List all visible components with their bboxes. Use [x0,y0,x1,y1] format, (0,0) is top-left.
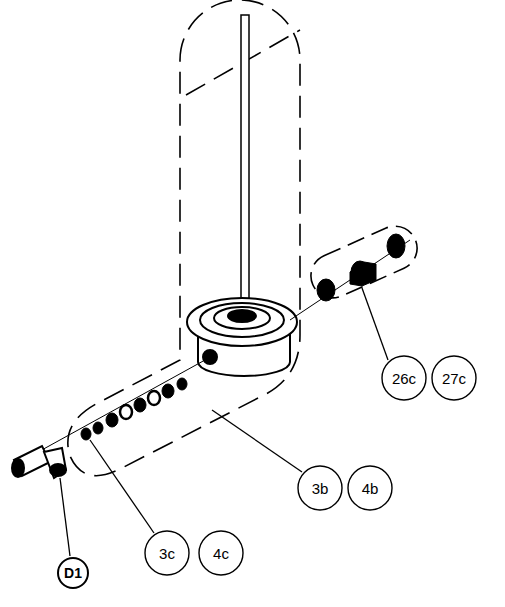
callout-number: 3c [159,546,175,561]
leader-lines [60,288,388,556]
elbow-fitting [12,446,66,478]
seal-parts [81,378,187,440]
axis-line [20,360,205,462]
housing [187,298,297,376]
callout-number: D1 [64,566,82,580]
callout-number: 26c [392,371,416,386]
rod [241,15,249,320]
group-outline [68,0,424,476]
callout-number: 27c [442,371,466,386]
callout-number: 4c [213,546,229,561]
callout-number: 3b [312,481,329,496]
callout-number: 4b [362,481,379,496]
valve-parts [317,234,405,301]
callout-circles [58,356,476,588]
